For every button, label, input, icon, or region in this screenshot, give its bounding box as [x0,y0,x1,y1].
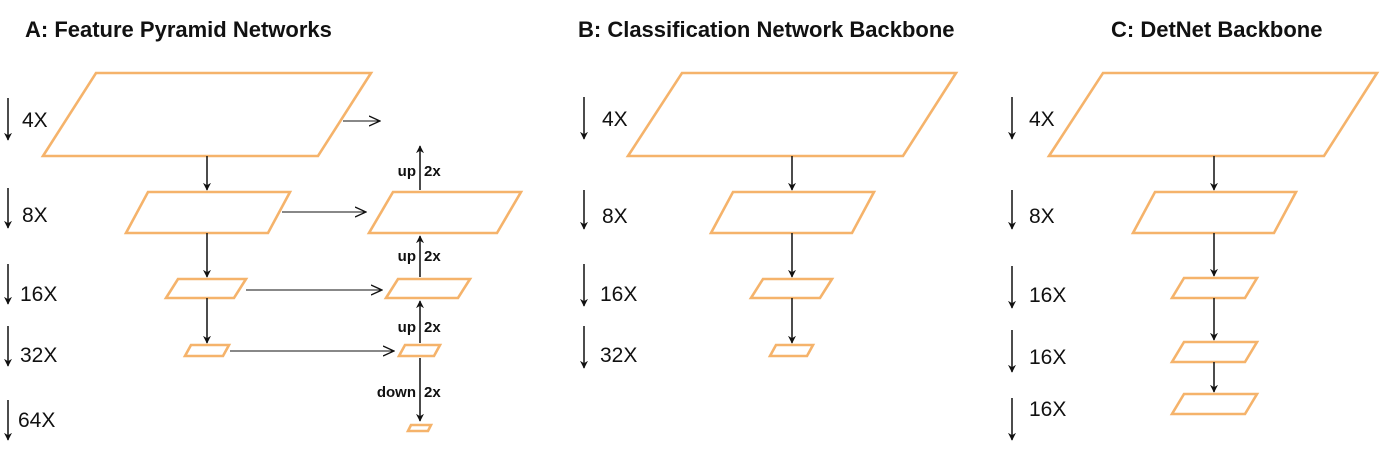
pyramid-level-64x [405,423,434,433]
scale-label: 8X [1029,205,1055,228]
feature-map-8x [708,190,877,235]
resample-dir-label: up [398,163,416,180]
scale-label: 4X [602,108,628,131]
pyramid-level-16x [383,277,473,300]
panel-c-scale-column: 4X 8X 16X 16X 16X [1008,97,1066,441]
feature-map-16x-a [1169,276,1260,300]
scale-label: 32X [600,344,637,367]
panel-a-title: A: Feature Pyramid Networks [25,17,332,42]
feature-map-4x [40,71,374,158]
resample-factor-label: 2x [424,248,441,265]
scale-label: 16X [600,283,637,306]
resample-factor-label: 2x [424,384,441,401]
resample-factor-label: 2x [424,319,441,336]
scale-label: 64X [18,409,55,432]
resample-dir-label: down [377,384,416,401]
resample-dir-label: up [398,319,416,336]
pyramid-level-32x [396,343,443,358]
feature-map-32x [182,343,232,358]
feature-map-4x [625,71,959,158]
panel-c: C: DetNet Backbone 4X 8X 16X 16X 16X [1008,17,1380,441]
resample-dir-label: up [398,248,416,265]
scale-label: 4X [22,109,48,132]
feature-map-8x [123,190,293,235]
scale-label: 8X [602,205,628,228]
panel-b-title: B: Classification Network Backbone [578,17,955,42]
scale-label: 16X [1029,284,1066,307]
feature-map-4x [1046,71,1380,158]
resample-factor-label: 2x [424,163,441,180]
scale-label: 8X [22,204,48,227]
panel-b: B: Classification Network Backbone 4X 8X… [578,17,959,369]
pyramid-level-8x [366,190,524,235]
feature-map-16x-b [1169,340,1260,364]
panel-c-title: C: DetNet Backbone [1111,17,1322,42]
feature-map-32x [767,343,816,358]
scale-label: 16X [1029,346,1066,369]
feature-map-16x [163,277,249,300]
feature-map-8x [1130,190,1299,235]
scale-label: 16X [1029,398,1066,421]
scale-label: 4X [1029,108,1055,131]
scale-label: 16X [20,283,57,306]
panel-a-scale-column: 4X 8X 16X 32X 64X [4,98,57,441]
panel-b-scale-column: 4X 8X 16X 32X [580,97,637,369]
feature-map-16x-c [1169,392,1260,416]
panel-a: A: Feature Pyramid Networks 4X 8X 16X 32… [4,17,524,441]
feature-map-16x [748,277,835,300]
scale-label: 32X [20,344,57,367]
